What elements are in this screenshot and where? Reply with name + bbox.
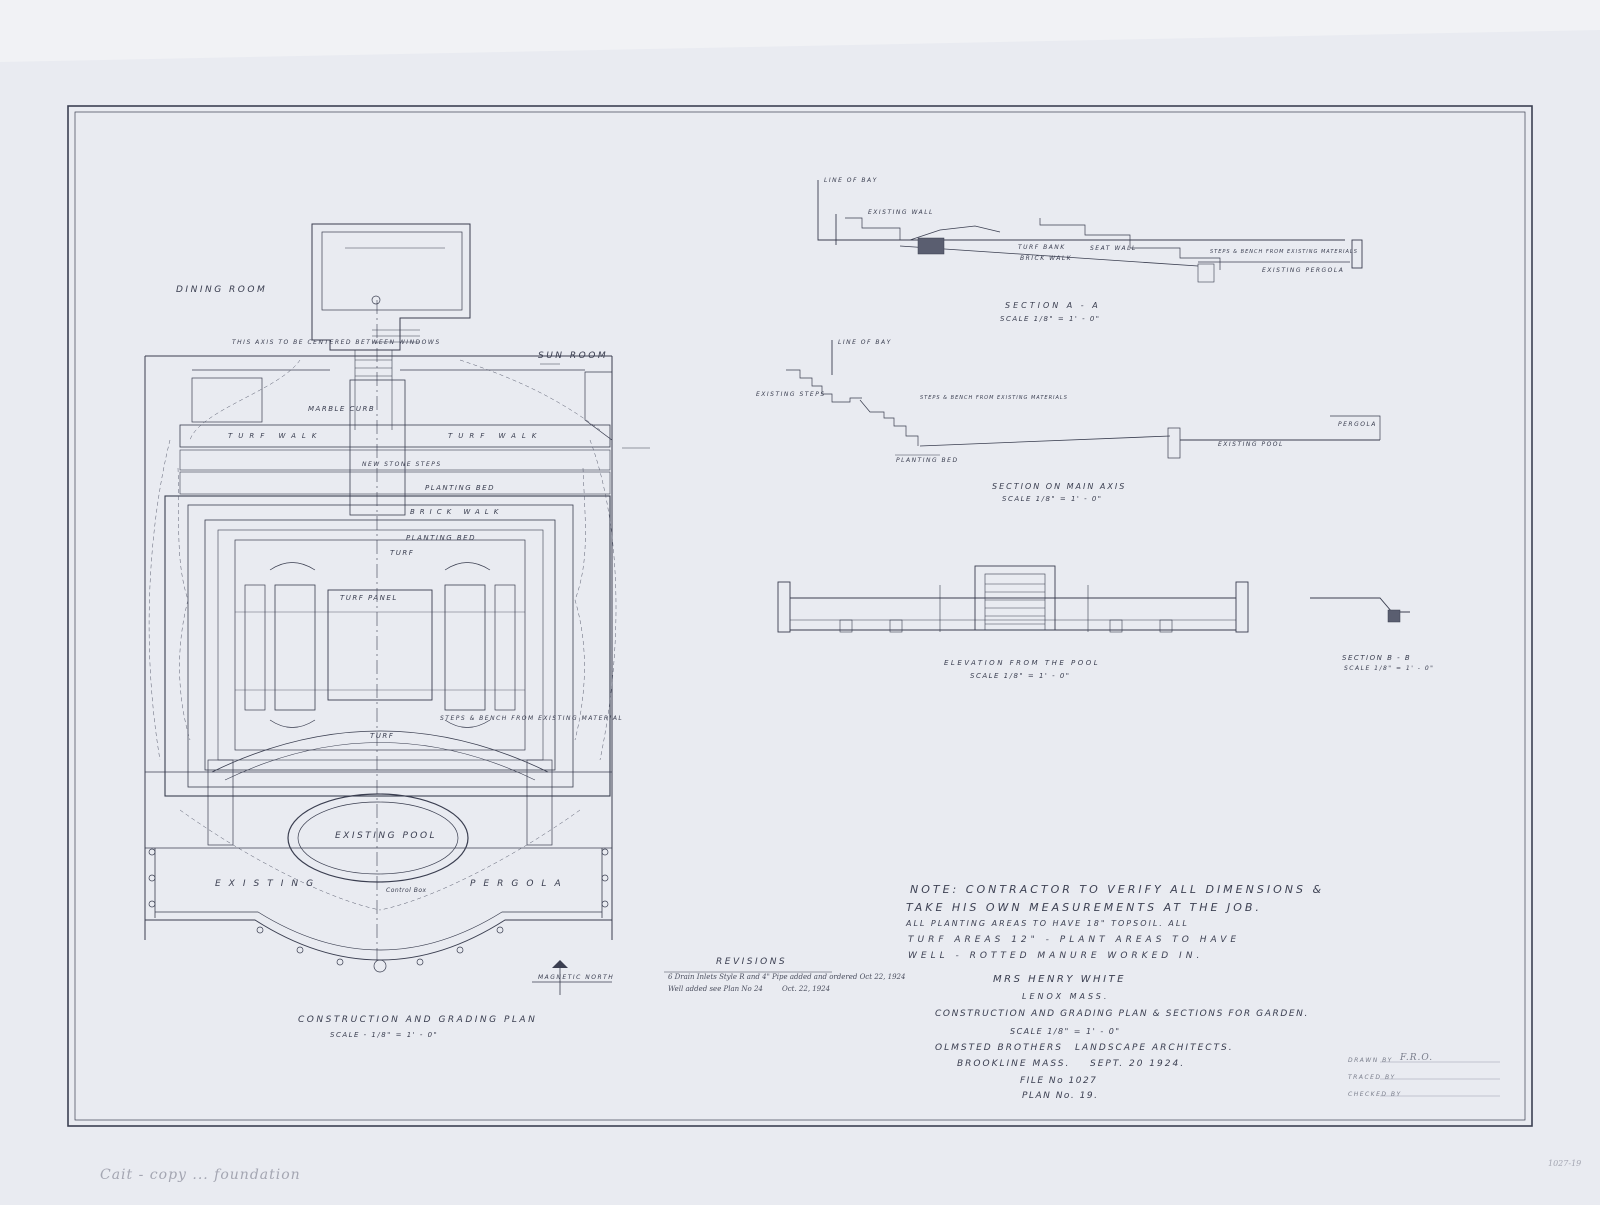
title-location: LENOX MASS. xyxy=(1022,992,1110,1001)
dining-room-label: DINING ROOM xyxy=(176,285,268,295)
revisions-line-2-date: Oct. 22, 1924 xyxy=(782,985,831,993)
elevation-title: ELEVATION FROM THE POOL xyxy=(944,659,1101,667)
drawn-by-initials: F.R.O. xyxy=(1400,1053,1434,1063)
title-file-no: FILE No 1027 xyxy=(1020,1076,1098,1086)
turf-label-bottom: TURF xyxy=(370,732,395,740)
section-main-planting-bed: PLANTING BED xyxy=(896,457,959,464)
section-a-a-drawing xyxy=(817,180,1363,283)
section-aa-title: SECTION A - A xyxy=(1005,301,1101,310)
section-main-scale: SCALE 1/8" = 1' - 0" xyxy=(1002,495,1103,503)
section-main-line-of-bay: LINE OF BAY xyxy=(838,339,892,346)
existing-label: EXISTING xyxy=(215,879,322,889)
axis-note-label: THIS AXIS TO BE CENTERED BETWEEN WINDOWS xyxy=(232,339,441,346)
title-firm-role: LANDSCAPE ARCHITECTS. xyxy=(1075,1043,1234,1053)
note-line-1: NOTE: CONTRACTOR TO VERIFY ALL DIMENSION… xyxy=(910,883,1325,896)
margin-note: Cait - copy ... foundation xyxy=(100,1167,301,1183)
revisions-line-1: 6 Drain Inlets Style R and 4" Pipe added… xyxy=(668,973,906,981)
turf-walk-label-right: TURF WALK xyxy=(448,432,543,440)
revisions-line-2: Well added see Plan No 24 xyxy=(668,985,763,993)
north-arrow-label: MAGNETIC NORTH xyxy=(538,974,615,981)
section-aa-seat-wall: SEAT WALL xyxy=(1090,245,1137,252)
title-city: BROOKLINE MASS. xyxy=(957,1059,1071,1069)
note-line-2: TAKE HIS OWN MEASUREMENTS AT THE JOB. xyxy=(906,901,1262,914)
plan-scale: SCALE - 1/8" = 1' - 0" xyxy=(330,1031,439,1039)
traced-by-label: TRACED BY xyxy=(1348,1074,1396,1081)
drawn-by-label: DRAWN BY xyxy=(1348,1057,1393,1064)
section-aa-steps-bench: STEPS & BENCH FROM EXISTING MATERIALS xyxy=(1210,249,1358,255)
pergola-label: PERGOLA xyxy=(470,879,569,889)
title-plan-no: PLAN No. 19. xyxy=(1022,1091,1099,1101)
section-main-title: SECTION ON MAIN AXIS xyxy=(992,482,1127,491)
section-bb-scale: SCALE 1/8" = 1' - 0" xyxy=(1344,665,1435,672)
existing-pool-label: EXISTING POOL xyxy=(335,831,438,841)
note-line-3: ALL PLANTING AREAS TO HAVE 18" TOPSOIL. … xyxy=(906,919,1189,928)
control-box-label: Control Box xyxy=(386,887,427,894)
section-b-b-drawing xyxy=(1310,597,1410,623)
sun-room-label: SUN ROOM xyxy=(538,351,609,361)
title-date: SEPT. 20 1924. xyxy=(1090,1059,1186,1069)
title-main: CONSTRUCTION AND GRADING PLAN & SECTIONS… xyxy=(935,1009,1309,1019)
note-line-4: TURF AREAS 12" - PLANT AREAS TO HAVE xyxy=(908,935,1241,945)
garden-plan xyxy=(144,223,650,995)
section-main-existing-steps: EXISTING STEPS xyxy=(756,391,826,398)
planting-bed-label-2: PLANTING BED xyxy=(406,534,476,542)
revisions-heading: REVISIONS xyxy=(716,957,788,967)
section-aa-scale: SCALE 1/8" = 1' - 0" xyxy=(1000,315,1101,323)
brick-walk-label-top: BRICK WALK xyxy=(410,508,504,516)
planting-bed-label: PLANTING BED xyxy=(425,484,495,492)
steps-bench-label: STEPS & BENCH FROM EXISTING MATERIAL xyxy=(440,715,624,722)
plan-title: CONSTRUCTION AND GRADING PLAN xyxy=(298,1015,538,1025)
turf-walk-label-left: TURF WALK xyxy=(228,432,323,440)
section-aa-existing-wall: EXISTING WALL xyxy=(868,209,934,216)
turf-panel-label: TURF PANEL xyxy=(340,594,398,602)
new-stone-steps-label: NEW STONE STEPS xyxy=(362,461,442,468)
section-main-steps-bench: STEPS & BENCH FROM EXISTING MATERIALS xyxy=(920,395,1068,401)
section-main-existing-pool: EXISTING POOL xyxy=(1218,441,1284,448)
sheet-border xyxy=(67,105,1533,1127)
section-aa-brick-walk: BRICK WALK xyxy=(1020,255,1073,262)
section-aa-turf-bank: TURF BANK xyxy=(1018,244,1066,251)
turf-label-top: TURF xyxy=(390,549,415,557)
marble-curb-label: MARBLE CURB xyxy=(308,405,376,413)
title-scale: SCALE 1/8" = 1' - 0" xyxy=(1010,1027,1121,1036)
section-main-axis-drawing xyxy=(786,340,1381,459)
elevation-from-pool-drawing xyxy=(777,565,1249,633)
section-main-pergola: PERGOLA xyxy=(1338,421,1377,428)
note-line-5: WELL - ROTTED MANURE WORKED IN. xyxy=(908,951,1204,961)
section-bb-title: SECTION B - B xyxy=(1342,654,1412,662)
elevation-scale: SCALE 1/8" = 1' - 0" xyxy=(970,672,1071,680)
section-aa-existing-pergola: EXISTING PERGOLA xyxy=(1262,267,1345,274)
section-aa-line-of-bay: LINE OF BAY xyxy=(824,177,878,184)
checked-by-label: CHECKED BY xyxy=(1348,1091,1402,1098)
title-client: MRS HENRY WHITE xyxy=(993,974,1126,985)
corner-mark: 1027-19 xyxy=(1548,1159,1582,1168)
title-firm: OLMSTED BROTHERS xyxy=(935,1043,1063,1053)
